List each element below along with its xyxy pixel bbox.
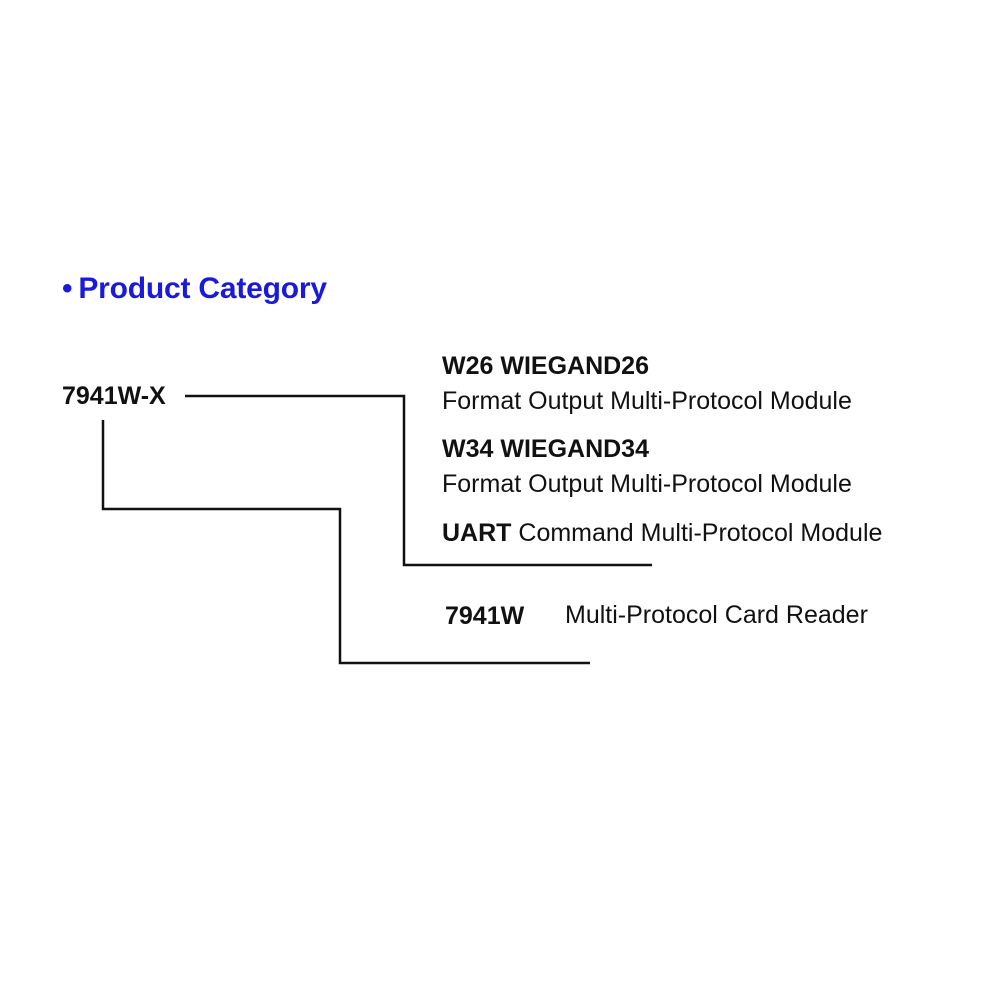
reader-description: Multi-Protocol Card Reader <box>565 601 868 629</box>
bullet-icon: • <box>62 272 73 305</box>
reader-code: 7941W <box>445 602 525 630</box>
module-w34-code: W34 WIEGAND34 <box>442 435 649 463</box>
module-connector-line <box>185 394 652 567</box>
module-uart-code: UART <box>442 519 512 547</box>
module-uart-description: Command Multi-Protocol Module <box>518 519 883 547</box>
section-heading-label: Product Category <box>78 272 327 305</box>
model-label: 7941W-X <box>62 382 166 410</box>
module-w26-description: Format Output Multi-Protocol Module <box>442 387 852 415</box>
module-w26-code: W26 WIEGAND26 <box>442 352 649 380</box>
section-heading: •Product Category <box>62 272 327 306</box>
reader-connector-line <box>101 420 590 665</box>
module-uart: UART Command Multi-Protocol Module <box>442 518 882 548</box>
module-w34-description: Format Output Multi-Protocol Module <box>442 470 852 498</box>
